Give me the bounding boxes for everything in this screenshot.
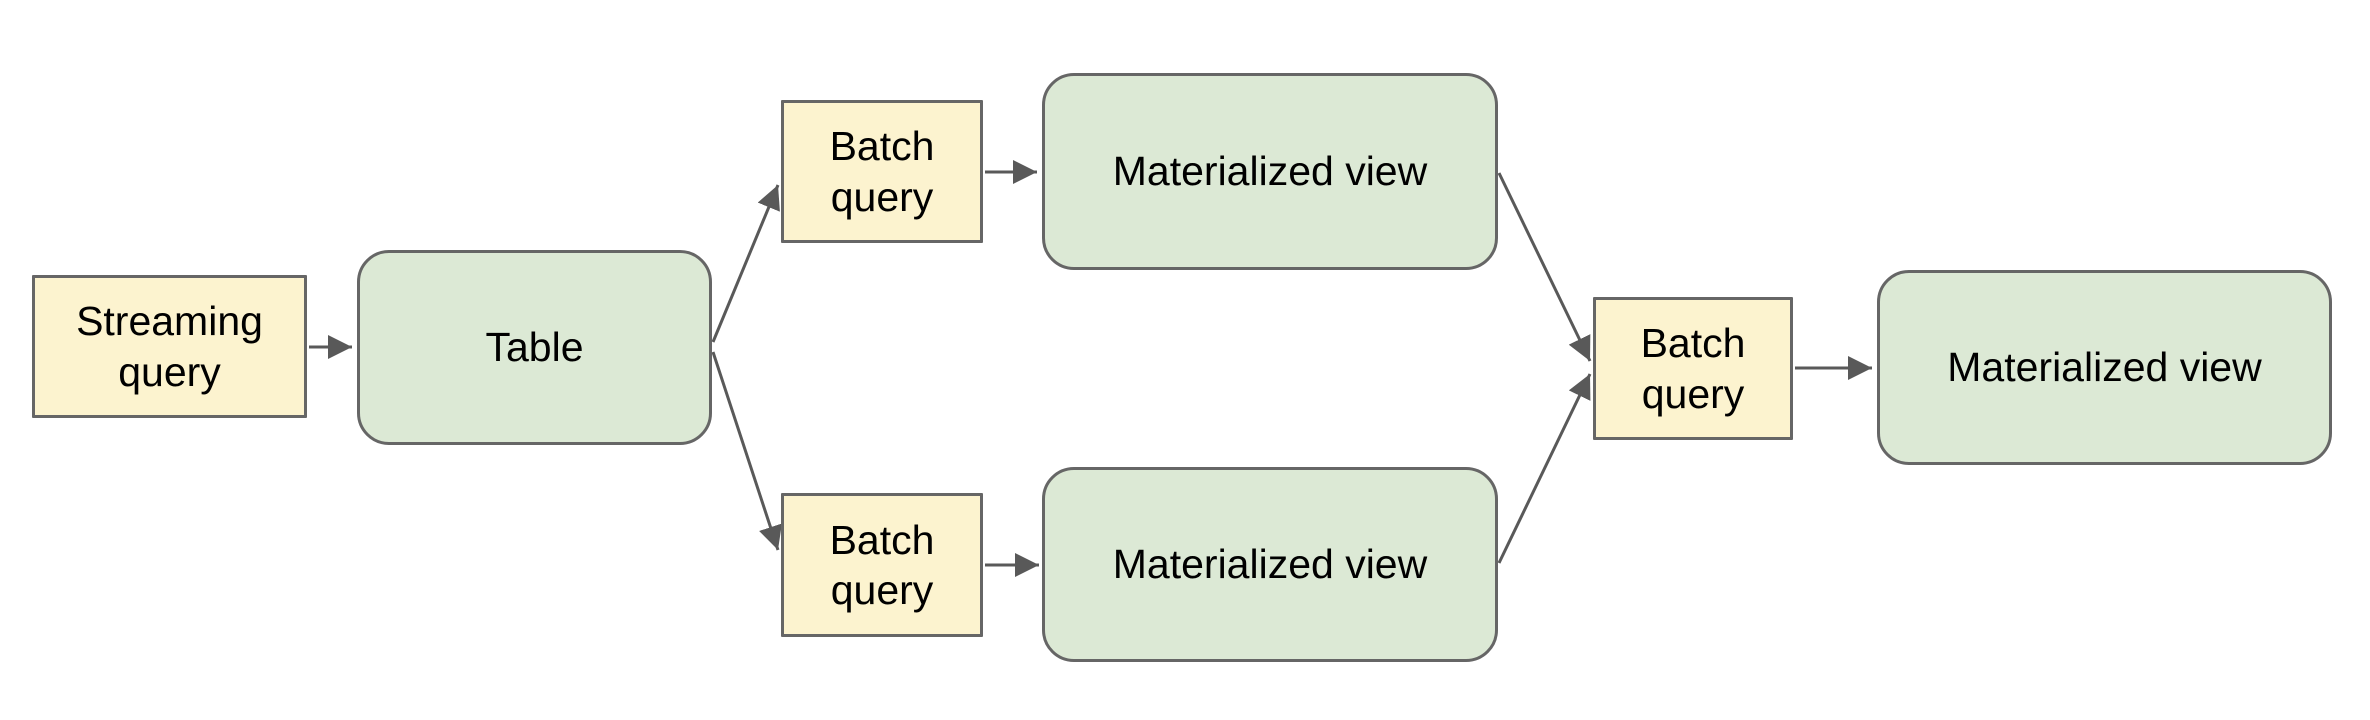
edge-table-to-batch-query-bottom [711,351,782,551]
node-materialized-view-final: Materialized view [1877,270,2332,465]
node-batch-query-bottom-label: Batch query [829,516,935,613]
node-materialized-view-final-label: Materialized view [1947,344,2262,391]
node-materialized-view-bottom-label: Materialized view [1112,541,1428,588]
node-streaming-query: Streaming query [32,275,307,418]
node-batch-query-bottom: Batch query [781,493,983,637]
edge-materialized-view-bottom-to-batch-query-merge [1497,373,1592,564]
node-materialized-view-top-label: Materialized view [1112,148,1428,195]
node-batch-query-merge-label: Batch query [1640,320,1746,417]
edge-table-to-batch-query-top [711,184,780,343]
node-materialized-view-top: Materialized view [1042,73,1498,270]
node-batch-query-top-label: Batch query [829,123,935,220]
node-table-label: Table [485,324,584,371]
node-streaming-query-label: Streaming query [76,298,263,395]
node-materialized-view-bottom: Materialized view [1042,467,1498,662]
edge-materialized-view-top-to-batch-query-merge [1497,172,1592,362]
node-batch-query-merge: Batch query [1593,297,1793,440]
node-batch-query-top: Batch query [781,100,983,243]
node-table: Table [357,250,712,445]
